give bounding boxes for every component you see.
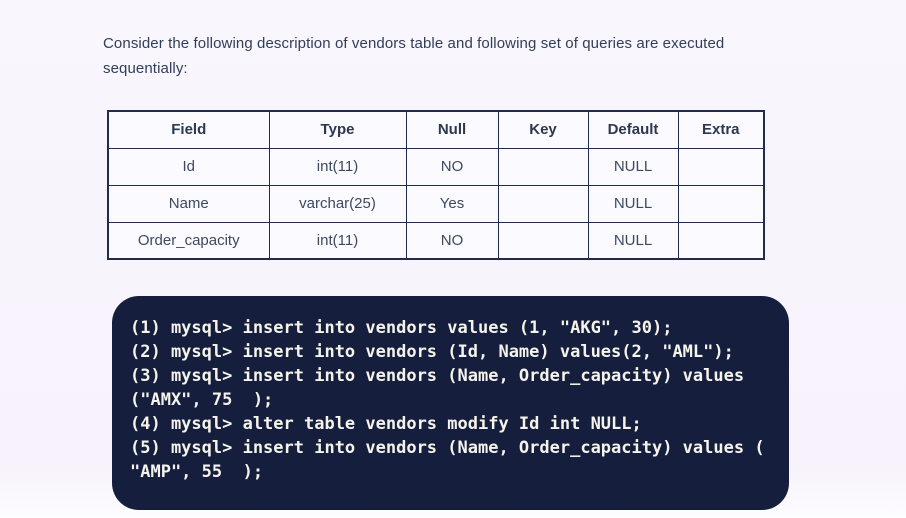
column-header-key: Key <box>497 110 589 149</box>
sql-code-line: (5) mysql> insert into vendors (Name, Or… <box>130 438 765 458</box>
cell-extra <box>677 221 765 260</box>
column-header-field: Field <box>107 110 270 149</box>
column-header-null: Null <box>405 110 499 149</box>
table-row: Name varchar(25) Yes NULL <box>107 184 765 223</box>
table-row: Order_capacity int(11) NO NULL <box>107 221 765 260</box>
table-row: Id int(11) NO NULL <box>107 147 765 186</box>
cell-field: Name <box>107 184 270 223</box>
cell-default: NULL <box>587 221 679 260</box>
sql-code-line: (2) mysql> insert into vendors (Id, Name… <box>130 342 734 362</box>
column-header-extra: Extra <box>677 110 765 149</box>
cell-key <box>497 184 589 223</box>
column-header-type: Type <box>268 110 407 149</box>
cell-key <box>497 147 589 186</box>
cell-type: varchar(25) <box>268 184 407 223</box>
cell-field: Order_capacity <box>107 221 270 260</box>
cell-type: int(11) <box>268 147 407 186</box>
cell-field: Id <box>107 147 270 186</box>
cell-type: int(11) <box>268 221 407 260</box>
vendors-schema-table: Field Type Null Key Default Extra Id int… <box>107 110 765 260</box>
cell-null: Yes <box>405 184 499 223</box>
sql-code-line: (3) mysql> insert into vendors (Name, Or… <box>130 366 745 386</box>
cell-extra <box>677 184 765 223</box>
sql-code-line: (4) mysql> alter table vendors modify Id… <box>130 414 642 434</box>
cell-default: NULL <box>587 184 679 223</box>
sql-code-line: "AMP", 55 ); <box>130 462 264 482</box>
cell-extra <box>677 147 765 186</box>
cell-null: NO <box>405 147 499 186</box>
table-header-row: Field Type Null Key Default Extra <box>107 110 765 149</box>
question-text: Consider the following description of ve… <box>103 35 725 77</box>
sql-code-line: ("AMX", 75 ); <box>130 390 274 410</box>
cell-default: NULL <box>587 147 679 186</box>
sql-code-block: (1) mysql> insert into vendors values (1… <box>112 296 789 510</box>
sql-code-line: (1) mysql> insert into vendors values (1… <box>130 318 673 338</box>
cell-key <box>497 221 589 260</box>
cell-null: NO <box>405 221 499 260</box>
column-header-default: Default <box>587 110 679 149</box>
